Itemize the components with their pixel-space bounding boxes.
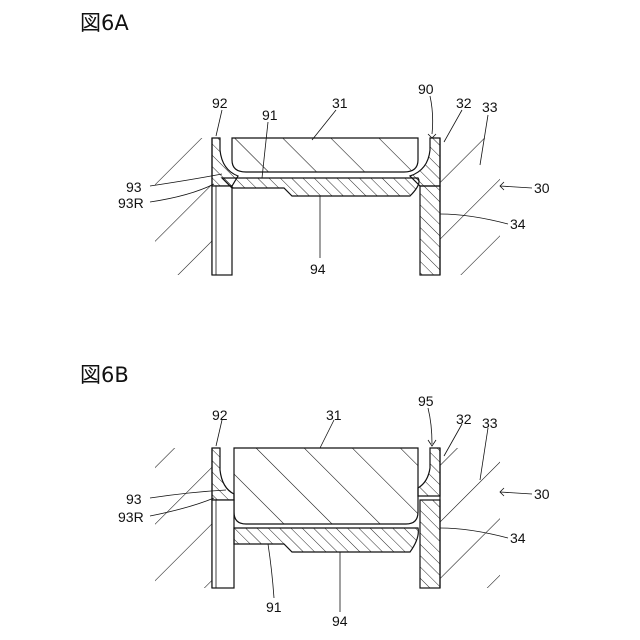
label-32-b: 32 [456,411,472,427]
right-wall-a [440,138,500,275]
seal-94-b [234,528,418,552]
piston-31-b [234,448,418,524]
label-33-b: 33 [482,415,498,431]
strip-34-a [420,186,440,275]
label-33-a: 33 [482,99,498,115]
label-31-a: 31 [332,95,348,111]
label-93-b: 93 [126,491,142,507]
label-31-b: 31 [326,407,342,423]
band-93-left-b [212,448,234,500]
label-93R-a: 93R [118,195,144,211]
right-wall-b [440,448,500,588]
label-92-b: 92 [212,407,228,423]
label-34-b: 34 [510,530,526,546]
label-91-b: 91 [266,599,282,615]
label-94-b: 94 [332,613,348,629]
figure-6a: 図6A 92 91 31 [80,11,550,277]
label-34-a: 34 [510,216,526,232]
piston-31-a [232,138,418,172]
label-30-a: 30 [534,180,550,196]
label-94-a: 94 [310,261,326,277]
left-wall-a [155,138,212,275]
label-92-a: 92 [212,95,228,111]
left-wall-b [155,448,212,588]
strip-34-b [420,500,440,588]
band-95-right-b [418,448,440,496]
label-90-a: 90 [418,81,434,97]
figure-6a-title: 図6A [80,11,129,35]
seal-94-a [222,178,419,196]
label-32-a: 32 [456,95,472,111]
label-93-a: 93 [126,179,142,195]
figure-6b-title: 図6B [80,363,129,387]
label-93R-b: 93R [118,509,144,525]
figure-6b: 図6B 92 31 95 [80,363,550,629]
label-91-a: 91 [262,107,278,123]
label-95-b: 95 [418,393,434,409]
label-30-b: 30 [534,486,550,502]
